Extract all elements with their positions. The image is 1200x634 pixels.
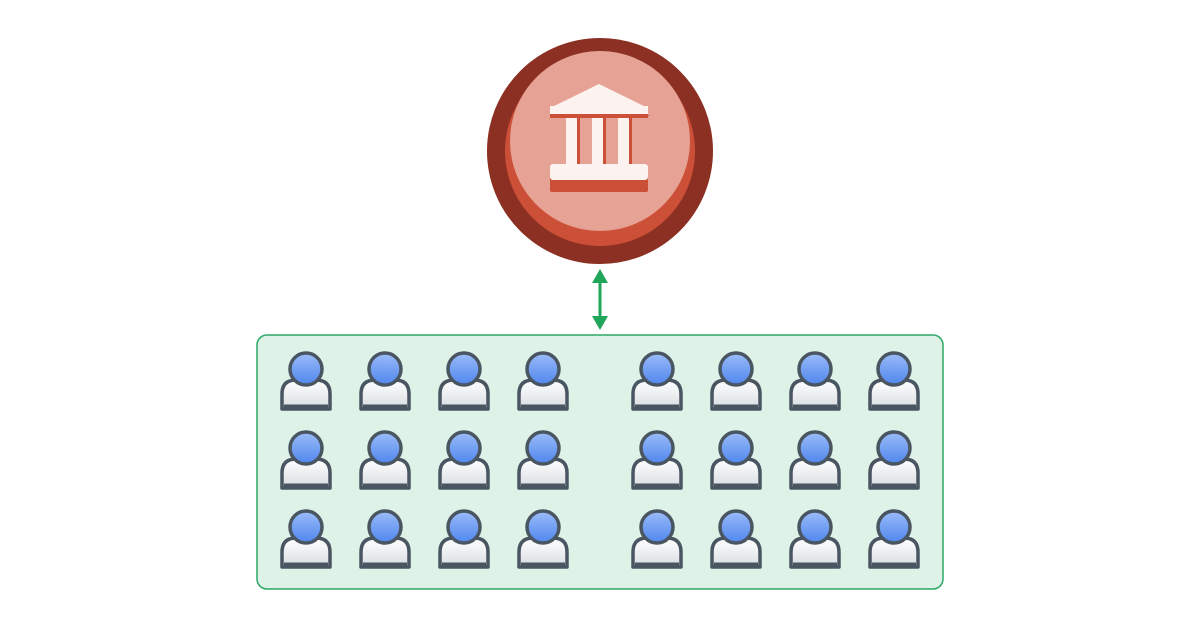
user-icon	[789, 351, 841, 411]
user-icon	[280, 509, 332, 569]
user-icon	[359, 351, 411, 411]
user-icon	[868, 509, 920, 569]
user-icon	[438, 430, 490, 490]
arrowhead-down-icon	[592, 316, 608, 330]
user-icon	[280, 351, 332, 411]
user-head	[718, 430, 754, 466]
user-head	[367, 351, 403, 387]
user-icon	[789, 430, 841, 490]
user-icon	[789, 509, 841, 569]
arrowhead-up-icon	[592, 269, 608, 283]
user-icon	[710, 509, 762, 569]
bank-node	[487, 38, 713, 264]
user-icon	[438, 509, 490, 569]
user-head	[797, 430, 833, 466]
user-head	[525, 430, 561, 466]
user-icon	[517, 351, 569, 411]
user-grid	[280, 351, 920, 569]
user-head	[876, 509, 912, 545]
connector-arrow	[592, 269, 608, 330]
user-icon	[868, 351, 920, 411]
user-cluster	[280, 351, 569, 569]
user-head	[718, 351, 754, 387]
user-head	[797, 509, 833, 545]
user-head	[367, 430, 403, 466]
user-icon	[438, 351, 490, 411]
user-head	[876, 430, 912, 466]
user-head	[718, 509, 754, 545]
user-head	[446, 351, 482, 387]
user-head	[639, 509, 675, 545]
user-icon	[359, 430, 411, 490]
user-icon	[710, 430, 762, 490]
user-head	[446, 430, 482, 466]
user-head	[639, 351, 675, 387]
user-group-container	[256, 334, 944, 590]
user-cluster	[631, 351, 920, 569]
user-icon	[517, 430, 569, 490]
user-icon	[631, 430, 683, 490]
user-icon	[631, 351, 683, 411]
user-head	[367, 509, 403, 545]
user-head	[639, 430, 675, 466]
user-head	[288, 430, 324, 466]
user-icon	[359, 509, 411, 569]
user-icon	[280, 430, 332, 490]
bank-icon	[550, 84, 650, 192]
user-head	[797, 351, 833, 387]
user-head	[288, 509, 324, 545]
user-icon	[517, 509, 569, 569]
user-head	[876, 351, 912, 387]
user-head	[446, 509, 482, 545]
user-head	[525, 351, 561, 387]
user-icon	[710, 351, 762, 411]
user-icon	[631, 509, 683, 569]
user-head	[288, 351, 324, 387]
user-head	[525, 509, 561, 545]
user-icon	[868, 430, 920, 490]
